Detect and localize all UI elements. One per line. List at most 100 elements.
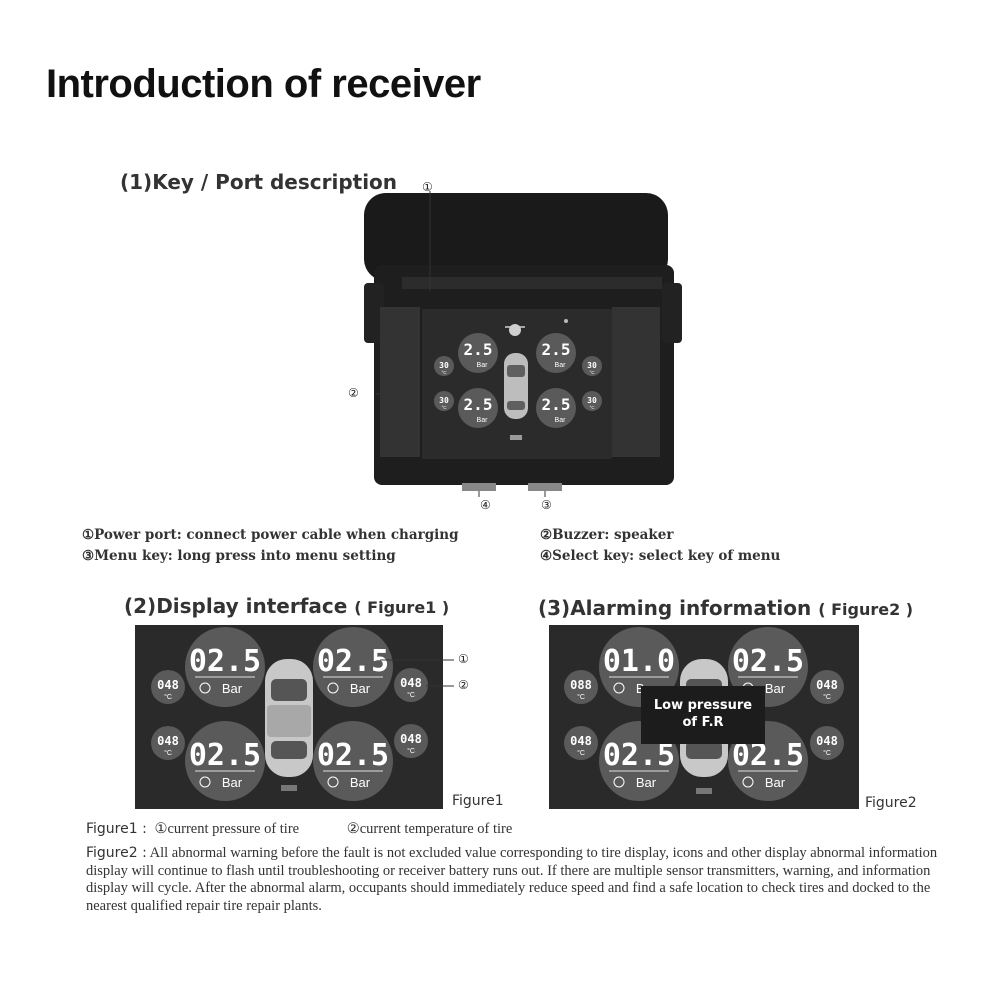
device-temp-value: 30 [587, 361, 597, 370]
figure2-note: Figure2 : All abnormal warning before th… [86, 845, 938, 914]
rr-pressure-unit: Bar [350, 775, 371, 790]
figure1-note: Figure1 : ①current pressure of tire ②cur… [86, 821, 513, 837]
display-interface-figure1: 02.5Bar02.5Bar02.5Bar02.5Bar048°C048°C04… [135, 625, 443, 809]
device-pressure-value: 2.5 [542, 340, 571, 359]
device-temp-gauge [582, 356, 602, 376]
device-pressure-value: 2.5 [464, 340, 493, 359]
fr-pressure-value: 02.5 [732, 644, 804, 679]
fr-pressure-unit: Bar [350, 681, 371, 696]
page-title: Introduction of receiver [46, 62, 481, 106]
desc-power-port: ①Power port: connect power cable when ch… [82, 527, 459, 543]
rl-pressure-unit: Bar [636, 775, 657, 790]
tire-icon [742, 776, 754, 788]
rl-temp-value: 048 [157, 734, 179, 748]
fl-pressure-unit: Bar [222, 681, 243, 696]
fr-temp-gauge [394, 668, 428, 702]
tire-icon [199, 682, 211, 694]
device-temp-unit: °C [589, 405, 595, 410]
rr-temp-value: 048 [400, 732, 422, 746]
rl-temp-gauge [151, 726, 185, 760]
fr-pressure-value: 02.5 [317, 644, 389, 679]
fl-pressure-gauge [185, 627, 265, 707]
section2-heading: (2)Display interface ( Figure1 ) [124, 594, 450, 618]
desc-menu-key: ③Menu key: long press into menu setting [82, 548, 396, 564]
fl-temp-unit: °C [164, 693, 172, 701]
section1-heading: (1)Key / Port description [120, 170, 398, 194]
solar-icon [505, 324, 525, 336]
rl-temp-gauge [564, 726, 598, 760]
fl-temp-gauge [151, 670, 185, 704]
device-pressure-gauge [536, 333, 576, 373]
rl-temp-value: 048 [570, 734, 592, 748]
tire-icon [327, 682, 339, 694]
rr-pressure-value: 02.5 [317, 738, 389, 773]
callout-3: ③ [541, 498, 552, 512]
rr-temp-value: 048 [816, 734, 838, 748]
fr-temp-unit: °C [407, 691, 415, 699]
rr-temp-unit: °C [823, 749, 831, 757]
fl-temp-value: 048 [157, 678, 179, 692]
device-temp-gauge [434, 356, 454, 376]
fl-temp-gauge [564, 670, 598, 704]
rl-pressure-value: 02.5 [189, 738, 261, 773]
fr-temp-gauge [810, 670, 844, 704]
fl-temp-unit: °C [577, 693, 585, 701]
alarm-line-1: Low pressure [653, 698, 753, 713]
menu-key [528, 483, 562, 491]
rr-pressure-unit: Bar [765, 775, 786, 790]
solar-panel [364, 193, 668, 281]
rr-temp-gauge [810, 726, 844, 760]
device-pressure-value: 2.5 [542, 395, 571, 414]
device-pressure-unit: Bar [477, 417, 489, 424]
rr-temp-unit: °C [407, 747, 415, 755]
device-temp-unit: °C [589, 370, 595, 375]
fr-temp-unit: °C [823, 693, 831, 701]
device-temp-value: 30 [439, 361, 449, 370]
rl-temp-unit: °C [164, 749, 172, 757]
rl-pressure-gauge [185, 721, 265, 801]
figure1-caption: Figure1 [452, 793, 504, 809]
device-temp-value: 30 [439, 396, 449, 405]
desc-buzzer: ②Buzzer: speaker [540, 527, 674, 543]
device-temp-unit: °C [441, 405, 447, 410]
device-pressure-unit: Bar [555, 417, 567, 424]
tire-icon [327, 776, 339, 788]
callout-2: ② [348, 386, 359, 400]
device-pressure-unit: Bar [555, 362, 567, 369]
device-pressure-unit: Bar [477, 362, 489, 369]
buzzer-speaker [380, 307, 420, 457]
callout-1: ① [422, 180, 433, 194]
fig1-callout-1: ① [458, 652, 469, 666]
fr-temp-value: 048 [816, 678, 838, 692]
device-pressure-gauge [458, 333, 498, 373]
device-pressure-gauge [458, 388, 498, 428]
fl-pressure-value: 02.5 [189, 644, 261, 679]
device-pressure-gauge [536, 388, 576, 428]
section3-heading: (3)Alarming information ( Figure2 ) [538, 596, 914, 620]
select-key [462, 483, 496, 491]
fl-pressure-value: 01.0 [603, 644, 675, 679]
rr-temp-gauge [394, 724, 428, 758]
alarm-message: Low pressure of F.R [641, 686, 765, 744]
figure2-caption: Figure2 [865, 795, 917, 811]
figure1-callout-lines [380, 659, 454, 687]
callout-4: ④ [480, 498, 491, 512]
device-temp-gauge [434, 391, 454, 411]
device-temp-value: 30 [587, 396, 597, 405]
fr-pressure-gauge [313, 627, 393, 707]
tire-icon [613, 776, 625, 788]
device-pressure-value: 2.5 [464, 395, 493, 414]
fr-pressure-unit: Bar [765, 681, 786, 696]
tire-icon [613, 682, 625, 694]
desc-select-key: ④Select key: select key of menu [540, 548, 781, 564]
tire-icon [199, 776, 211, 788]
rr-pressure-gauge [313, 721, 393, 801]
alarm-line-2: of F.R [682, 715, 724, 730]
rl-temp-unit: °C [577, 749, 585, 757]
device-temp-unit: °C [441, 370, 447, 375]
fr-temp-value: 048 [400, 676, 422, 690]
rl-pressure-unit: Bar [222, 775, 243, 790]
fl-temp-value: 088 [570, 678, 592, 692]
device-temp-gauge [582, 391, 602, 411]
